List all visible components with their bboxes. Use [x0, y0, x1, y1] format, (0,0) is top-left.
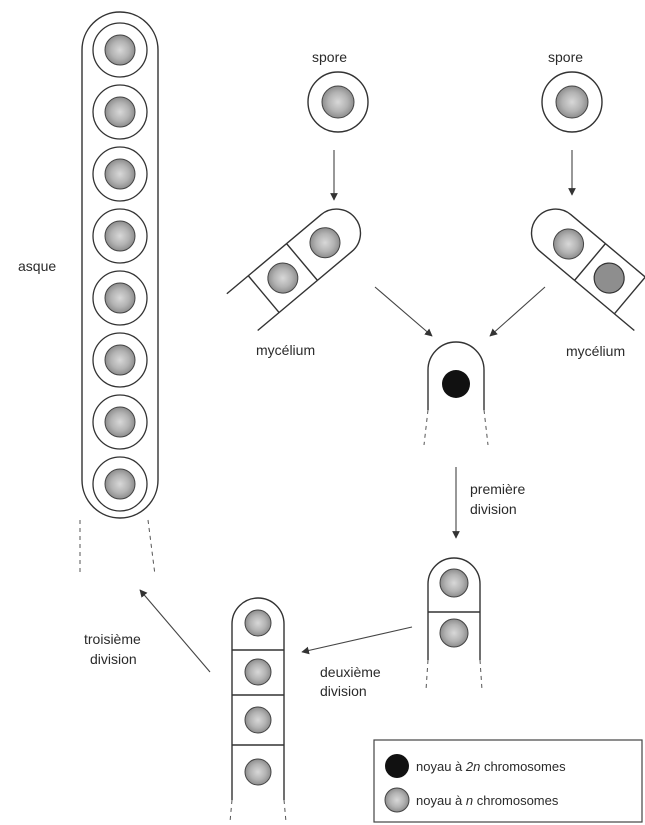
ascus-wall: [82, 12, 158, 518]
label-premiere: première: [470, 481, 525, 497]
label-premiere-division: division: [470, 501, 517, 517]
legend-haploid-suffix: chromosomes: [473, 793, 559, 808]
ascus-after-first-division: [426, 558, 482, 690]
arrow-mycelium-right-to-zygote: [490, 287, 545, 336]
haploid-nucleus: [105, 221, 135, 251]
legend-haploid-label: noyau à n chromosomes: [416, 793, 559, 808]
label-mycelium-right: mycélium: [566, 343, 625, 359]
haploid-nucleus: [547, 223, 589, 265]
stalk-left: [230, 800, 232, 822]
stalk-right: [284, 800, 286, 822]
arrow-mycelium-left-to-zygote: [375, 287, 432, 336]
legend-diploid-prefix: noyau à: [416, 759, 466, 774]
label-troisieme: troisième: [84, 631, 141, 647]
label-deuxieme: deuxième: [320, 664, 381, 680]
label-mycelium-left: mycélium: [256, 342, 315, 358]
haploid-nucleus: [304, 222, 346, 264]
haploid-nucleus-dark: [588, 257, 630, 299]
zygote-cell: [424, 342, 488, 445]
spore-left: [308, 72, 368, 132]
haploid-nucleus: [105, 35, 135, 65]
label-deuxieme-division: division: [320, 683, 367, 699]
label-asque: asque: [18, 258, 56, 274]
haploid-nucleus: [105, 159, 135, 189]
hypha-right-wall: [522, 199, 645, 330]
stalk-right: [480, 660, 482, 690]
stalk-left: [426, 660, 428, 690]
label-troisieme-division: division: [90, 651, 137, 667]
zygote-stalk-left: [424, 410, 428, 445]
ascus-spore-group: [93, 23, 147, 511]
haploid-nucleus: [556, 86, 588, 118]
haploid-nucleus: [322, 86, 354, 118]
haploid-nucleus: [105, 469, 135, 499]
haploid-nucleus: [440, 619, 468, 647]
mycelium-left: [227, 199, 370, 330]
ascus-stalk-right: [148, 520, 155, 575]
ascus-after-second-division: [230, 598, 286, 822]
haploid-nucleus: [105, 97, 135, 127]
legend-diploid-swatch: [385, 754, 409, 778]
haploid-nucleus: [245, 707, 271, 733]
legend-diploid-suffix: chromosomes: [480, 759, 566, 774]
hypha-left-wall: [227, 199, 370, 330]
mycelium-right: [522, 199, 645, 330]
haploid-nucleus: [245, 759, 271, 785]
legend-haploid-swatch: [385, 788, 409, 812]
haploid-nucleus: [245, 659, 271, 685]
haploid-nucleus: [440, 569, 468, 597]
legend-haploid-prefix: noyau à: [416, 793, 466, 808]
zygote-stalk-right: [484, 410, 488, 445]
legend-diploid-2n: 2n: [465, 759, 480, 774]
legend: noyau à 2n chromosomes noyau à n chromos…: [374, 740, 642, 822]
haploid-nucleus: [105, 345, 135, 375]
arrow-third-division: [140, 590, 210, 672]
haploid-nucleus: [105, 283, 135, 313]
legend-diploid-label: noyau à 2n chromosomes: [416, 759, 566, 774]
haploid-nucleus: [245, 610, 271, 636]
label-spore-left: spore: [312, 49, 347, 65]
diploid-nucleus: [442, 370, 470, 398]
haploid-nucleus: [105, 407, 135, 437]
haploid-nucleus: [262, 257, 304, 299]
spore-right: [542, 72, 602, 132]
legend-haploid-n: n: [466, 793, 473, 808]
label-spore-right: spore: [548, 49, 583, 65]
legend-box: [374, 740, 642, 822]
arrow-second-division: [302, 627, 412, 652]
